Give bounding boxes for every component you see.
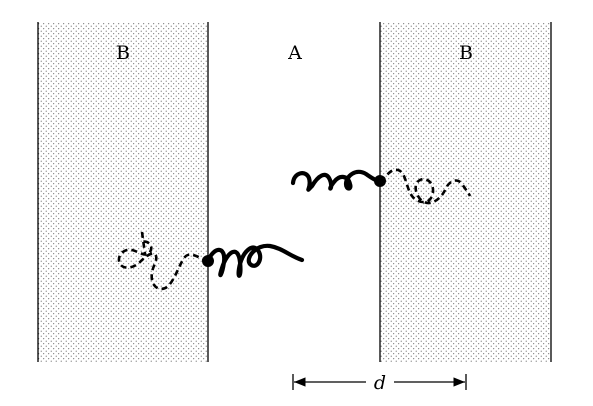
middle-region-label: A [287, 42, 302, 64]
left-region-b [38, 22, 208, 362]
dimension-label: d [374, 372, 386, 394]
right-junction-dot [374, 175, 386, 187]
left-chain-dashed-branch [140, 231, 147, 255]
right-chain-solid-segment [290, 169, 383, 192]
right-region-label: B [459, 42, 473, 64]
left-chain-solid-segment [205, 243, 305, 278]
left-junction-dot [202, 255, 214, 267]
left-region-label: B [116, 42, 130, 64]
right-region-b [380, 22, 551, 362]
right-chain-dashed-segment [379, 168, 472, 205]
left-chain-dashed-segment [117, 240, 209, 291]
